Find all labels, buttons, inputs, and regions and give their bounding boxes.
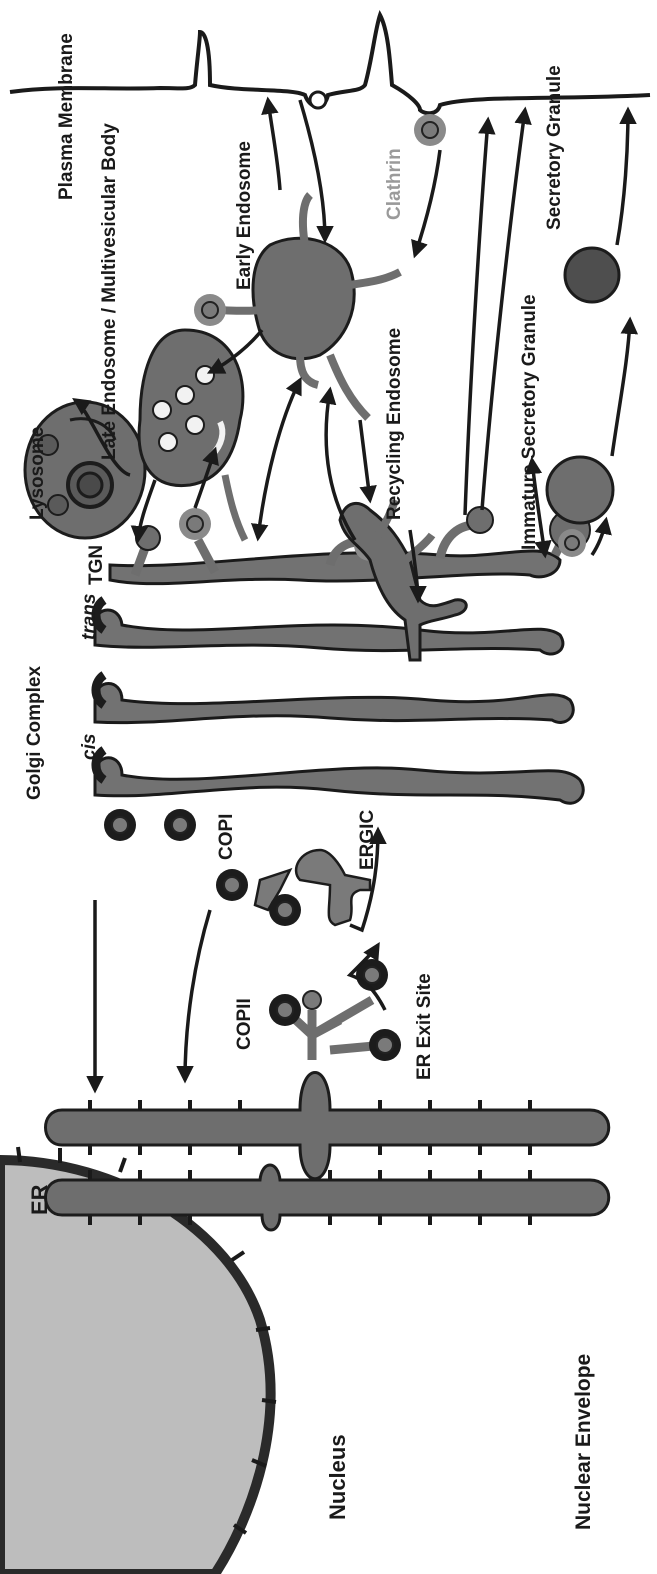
er-exit-site [269, 959, 401, 1061]
secretory-granule-label: Secretory Granule [544, 65, 565, 230]
nuclear-envelope-label: Nuclear Envelope [572, 1354, 595, 1530]
plasma-membrane-label: Plasma Membrane [56, 33, 77, 200]
lysosome-label: Lysosome [27, 427, 48, 520]
golgi-complex [95, 600, 583, 841]
secretory-granule [565, 248, 619, 302]
endoplasmic-reticulum [46, 1073, 609, 1231]
golgi-complex-label: Golgi Complex [24, 666, 45, 801]
arrow-early-to-pm [268, 100, 280, 190]
arrow-early-to-recycling [360, 420, 370, 500]
early-endosome-label: Early Endosome [234, 141, 255, 290]
arrow-clathrin-to-early [415, 150, 440, 255]
recycling-endosome-label: Recycling Endosome [384, 328, 405, 520]
ergic-label: ERGIC [357, 810, 378, 870]
late-endosome-label: Late Endosome / Multivesicular Body [99, 123, 120, 460]
immature-secretory-granule-label: Immature Secretory Granule [519, 294, 540, 550]
ergic [216, 850, 370, 926]
arrow-tgn-to-immature [592, 520, 606, 555]
transport-arrows [75, 100, 630, 1090]
arrow-tgn-early-bidirectional [258, 380, 300, 538]
golgi-trans-cisterna [95, 610, 563, 654]
cis-label: cis [79, 734, 100, 760]
arrow-immature-to-secretory [612, 320, 630, 456]
er-exit-site-label: ER Exit Site [414, 973, 435, 1080]
nuclear-envelope [0, 1160, 271, 1574]
nuclear-envelope-label-text: Nuclear Envelope [572, 1354, 595, 1530]
er-label: ER [27, 1184, 52, 1215]
tgn-label: TGN [86, 545, 107, 585]
trans-label: trans [79, 594, 100, 640]
arrow-secretory-to-pm [617, 110, 628, 245]
arrow-copi-to-er [185, 910, 210, 1080]
nucleus-label: Nucleus [325, 1434, 350, 1520]
arrow-recycling-to-pm [465, 120, 488, 515]
golgi-medial-cisterna [95, 684, 573, 723]
copi-label: COPI [216, 814, 237, 860]
copii-label: COPII [234, 998, 255, 1050]
golgi-cis-cisterna [95, 758, 583, 803]
clathrin-label: Clathrin [384, 148, 405, 220]
